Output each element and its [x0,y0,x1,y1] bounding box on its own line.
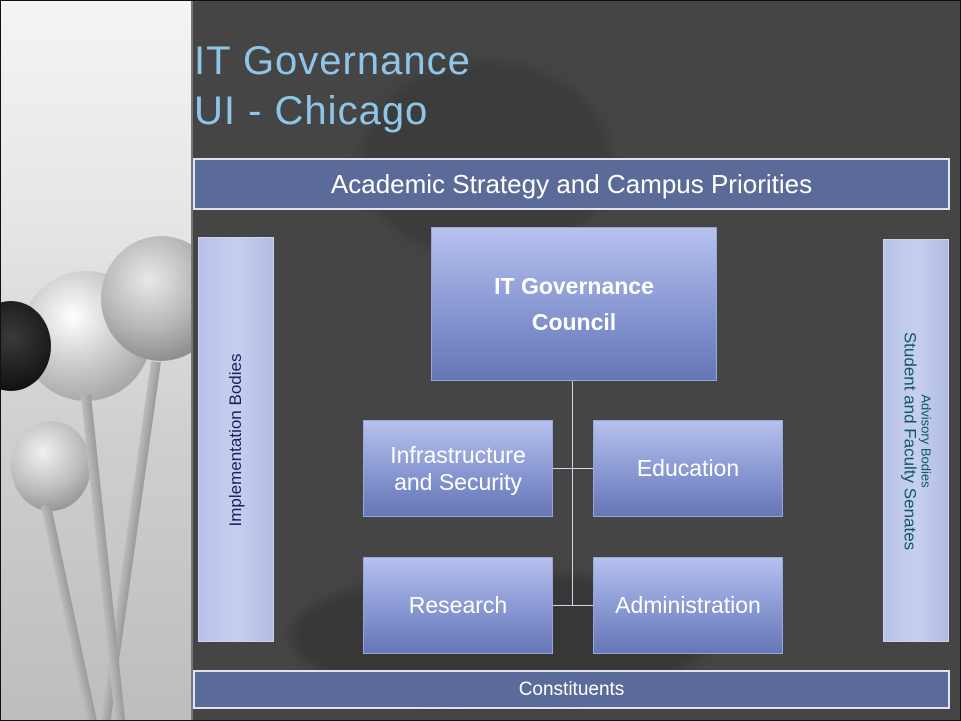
infrastructure-security-box: Infrastructure and Security [363,420,553,517]
research-box: Research [363,557,553,654]
infrastructure-label-line-1: Infrastructure [390,441,526,468]
implementation-bodies-label: Implementation Bodies [226,353,245,526]
org-connector-horizontal [553,605,593,606]
pin-stick-image [81,394,128,720]
implementation-bodies-panel: Implementation Bodies [198,237,274,642]
education-box: Education [593,420,783,517]
pin-stick-image [41,503,99,720]
advisory-bodies-panel: Advisory Bodies Student and Faculty Sena… [883,239,949,642]
advisory-bodies-label: Advisory Bodies Student and Faculty Sena… [900,331,933,549]
title-line-2: UI - Chicago [194,89,429,133]
title-line-1: IT Governance [194,39,471,83]
administration-box: Administration [593,557,783,654]
sphere-image [101,236,191,361]
org-connector-horizontal [553,468,593,469]
pin-stick-image [98,361,161,720]
council-label-line-1: IT Governance [494,273,654,299]
advisory-bodies-small-label: Advisory Bodies [918,393,934,488]
senates-label: Student and Faculty Senates [900,331,920,550]
slide-title: IT Governance UI - Chicago [194,36,471,136]
sphere-image [11,421,91,511]
constituents-bar: Constituents [193,670,950,709]
council-box: IT Governance Council [431,227,717,381]
decorative-photo [1,1,191,720]
org-connector-vertical [572,381,573,606]
infrastructure-label-line-2: and Security [394,468,522,495]
strategy-bar: Academic Strategy and Campus Priorities [193,158,950,210]
panel-divider [191,1,193,720]
council-label-line-2: Council [531,309,617,335]
